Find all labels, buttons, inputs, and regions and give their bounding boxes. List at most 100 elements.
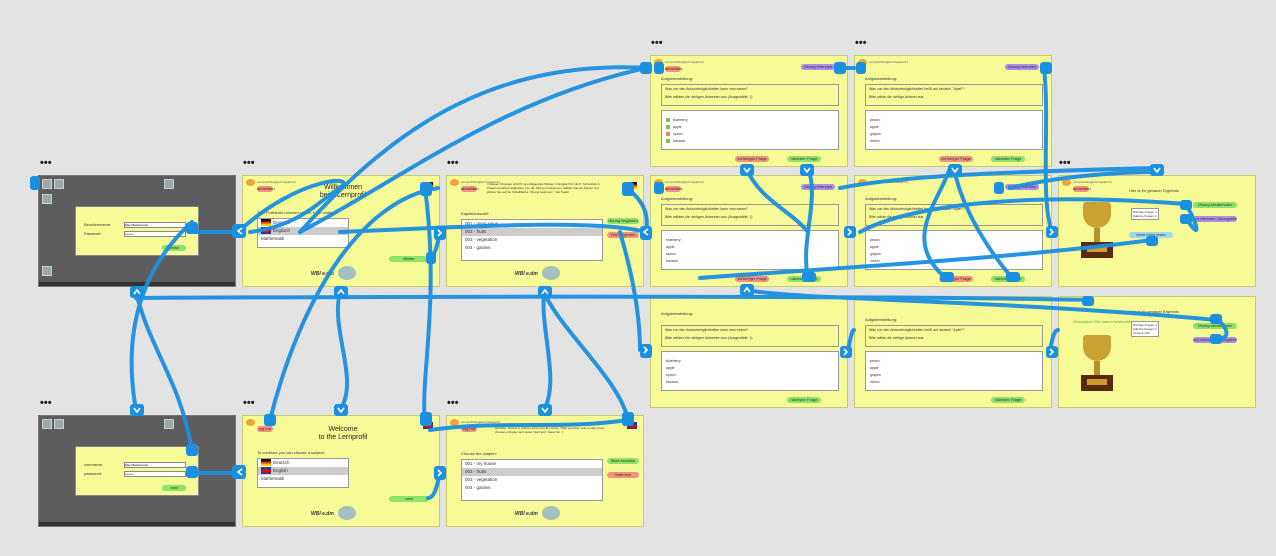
answer-option[interactable]: banana bbox=[666, 380, 678, 384]
answer-option[interactable]: apple bbox=[870, 245, 879, 249]
answer-option[interactable]: apple bbox=[666, 245, 675, 249]
login-button[interactable]: next bbox=[162, 485, 186, 491]
answer-box[interactable]: peach apple grapes melon bbox=[865, 110, 1043, 150]
frame-menu[interactable]: ••• bbox=[40, 157, 52, 169]
frame-menu[interactable]: ••• bbox=[447, 397, 459, 409]
link-wire bbox=[858, 197, 1188, 234]
answer-option[interactable]: peach bbox=[870, 238, 880, 242]
start-test-button[interactable]: Test beginnen bbox=[607, 232, 639, 238]
next-question-button[interactable]: nächster Frage bbox=[787, 156, 821, 162]
mascot-image bbox=[542, 506, 560, 520]
chapter-item[interactable]: 004 - garden bbox=[465, 485, 491, 490]
link-handle bbox=[426, 252, 436, 264]
question-text: Was von den Antwortmöglichkeiten heißt a… bbox=[869, 207, 965, 211]
answer-option[interactable]: apple bbox=[870, 125, 879, 129]
subject-list[interactable]: Deutsch English Mathematik bbox=[257, 458, 349, 488]
logout-button[interactable]: abmelden bbox=[1073, 186, 1091, 192]
exercise-frame: Lernprofil Englisch Kapitel 01 Übung bee… bbox=[854, 175, 1052, 287]
answer-option[interactable]: spoon bbox=[662, 131, 838, 138]
logout-button[interactable]: log out bbox=[257, 426, 273, 432]
logout-button[interactable]: abmelden bbox=[257, 186, 275, 192]
answer-option[interactable]: blueberry bbox=[666, 359, 681, 363]
finish-button[interactable]: Übung beenden bbox=[801, 184, 835, 190]
answer-option[interactable]: apple bbox=[870, 366, 879, 370]
chapter-list[interactable]: 001 - my house 002 - fruits 003 - vegeta… bbox=[461, 459, 603, 501]
subject-item[interactable]: Deutsch bbox=[258, 459, 348, 467]
answer-box[interactable]: blueberry apple spoon banana bbox=[661, 110, 839, 150]
finish-button[interactable]: Übung beenden bbox=[801, 64, 835, 70]
answer-option[interactable]: apple bbox=[666, 366, 675, 370]
answer-option[interactable]: peach bbox=[870, 359, 880, 363]
frame-menu[interactable]: ••• bbox=[243, 157, 255, 169]
next-question-button[interactable]: nächster Frage bbox=[991, 397, 1025, 403]
chapter-item[interactable]: 001 - mein Haus bbox=[465, 221, 499, 226]
link-handle bbox=[1150, 164, 1164, 176]
answer-option[interactable]: apple bbox=[662, 124, 838, 131]
chapter-item[interactable]: 003 - vegetation bbox=[465, 477, 498, 482]
logout-button[interactable]: abmelden bbox=[665, 186, 683, 192]
frame-menu[interactable]: ••• bbox=[1059, 157, 1071, 169]
subject-item[interactable]: Mathematik bbox=[261, 236, 285, 241]
answer-option[interactable]: spoon bbox=[666, 252, 676, 256]
prev-button[interactable]: vorheriger Frage bbox=[939, 156, 973, 162]
frame-menu[interactable]: ••• bbox=[447, 157, 459, 169]
username-input[interactable]: Max Mustermann bbox=[124, 222, 186, 228]
logout-button[interactable]: abmelden bbox=[665, 66, 683, 72]
more-info-button[interactable]: Mehr Infos lesen bbox=[1129, 232, 1173, 238]
logout-button[interactable]: abmelden bbox=[461, 186, 479, 192]
link-handle bbox=[994, 182, 1004, 194]
answer-option[interactable]: melon bbox=[870, 380, 880, 384]
password-input[interactable]: •••••••• bbox=[124, 471, 186, 477]
start-exercise-button[interactable]: Übung beginnen bbox=[607, 218, 639, 224]
next-button[interactable]: Weiter bbox=[389, 256, 429, 262]
logout-button[interactable]: log out bbox=[461, 426, 477, 432]
login-button[interactable]: Weiter bbox=[162, 245, 186, 251]
answer-option[interactable]: peach bbox=[870, 118, 880, 122]
link-handle bbox=[538, 404, 552, 416]
answer-option[interactable]: banana bbox=[666, 259, 678, 263]
answer-option[interactable]: blueberry bbox=[666, 238, 681, 242]
answer-option[interactable]: grapes bbox=[870, 132, 881, 136]
start-test-button[interactable]: Start test bbox=[607, 472, 639, 478]
hint-text: Bitte wähle die richtige Antwort aus. bbox=[869, 336, 925, 340]
answer-option[interactable]: grapes bbox=[870, 252, 881, 256]
password-input[interactable]: •••••••• bbox=[124, 231, 186, 237]
chapter-item[interactable]: 003 - vegetation bbox=[465, 237, 498, 242]
prev-button[interactable]: vorheriger Frage bbox=[939, 276, 973, 282]
prev-button[interactable]: vorheriger Frage bbox=[735, 276, 769, 282]
chapter-item[interactable]: 004 - garden bbox=[465, 245, 491, 250]
checkbox-checked-icon bbox=[666, 118, 670, 123]
chapter-item[interactable]: 002 - fruits bbox=[462, 468, 602, 476]
answer-box[interactable]: blueberry apple spoon banana bbox=[661, 351, 839, 391]
username-input[interactable]: Max Mustermann bbox=[124, 462, 186, 468]
chevron-down-icon bbox=[743, 167, 751, 174]
chapter-item[interactable]: 002 - fruits bbox=[462, 228, 602, 236]
repeat-exercise-button[interactable]: Übung wiederholen bbox=[1193, 323, 1237, 329]
answer-box[interactable]: peach apple grapes melon bbox=[865, 351, 1043, 391]
prev-button[interactable]: vorheriger Frage bbox=[735, 156, 769, 162]
next-part-button[interactable]: zur nächsten Übungsteil bbox=[1193, 216, 1237, 222]
start-exercise-button[interactable]: Start exercise bbox=[607, 458, 639, 464]
answer-option[interactable]: spoon bbox=[666, 373, 676, 377]
subject-item[interactable]: Deutsch bbox=[258, 219, 348, 227]
answer-option[interactable]: blueberry bbox=[662, 117, 838, 124]
repeat-exercise-button[interactable]: Übung wiederholen bbox=[1193, 202, 1237, 208]
answer-option[interactable]: melon bbox=[870, 139, 880, 143]
frame-menu[interactable]: ••• bbox=[855, 37, 867, 49]
subject-item[interactable]: English bbox=[258, 467, 348, 475]
chapter-item[interactable]: 001 - my house bbox=[465, 461, 497, 466]
frame-menu[interactable]: ••• bbox=[243, 397, 255, 409]
exercise-frame: Aufgabenstellung: Was von den Antwortmög… bbox=[650, 296, 848, 408]
finish-button[interactable]: Übung beenden bbox=[1005, 64, 1039, 70]
answer-option[interactable]: melon bbox=[870, 259, 880, 263]
next-question-button[interactable]: nächster Frage bbox=[787, 397, 821, 403]
frame-menu[interactable]: ••• bbox=[40, 397, 52, 409]
subject-item[interactable]: Mathematik bbox=[261, 476, 285, 481]
answer-option[interactable]: grapes bbox=[870, 373, 881, 377]
frame-menu[interactable]: ••• bbox=[651, 37, 663, 49]
answer-option[interactable]: banana bbox=[662, 138, 838, 145]
next-button[interactable]: next bbox=[389, 496, 429, 502]
chevron-right-icon bbox=[843, 348, 849, 356]
link-handle bbox=[1180, 200, 1192, 210]
next-question-button[interactable]: nächster Frage bbox=[991, 156, 1025, 162]
